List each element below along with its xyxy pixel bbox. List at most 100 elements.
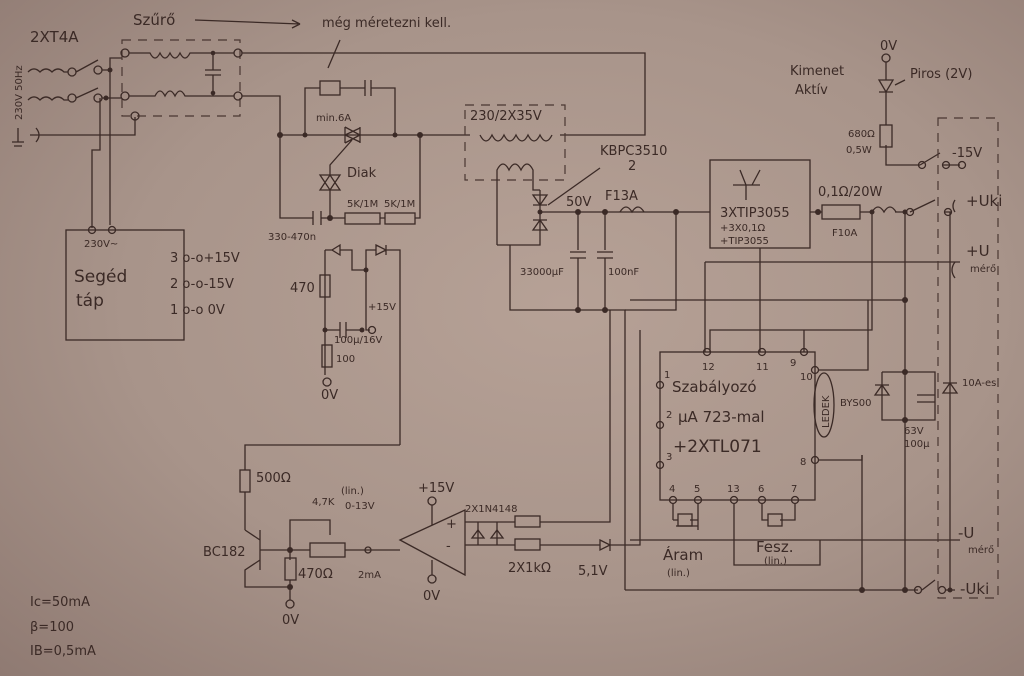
pass-transistor-block — [709, 159, 811, 249]
pass-line3: +TIP3055 — [720, 236, 769, 247]
aux-title1: Segéd — [74, 267, 127, 287]
opamp-plus15: +15V — [418, 481, 454, 496]
softstart-circuit — [277, 80, 470, 445]
range-label: 0-13V — [345, 501, 375, 512]
aux-title2: táp — [76, 291, 104, 311]
minus-meter-sub: mérő — [968, 544, 994, 556]
cap-label: 330-470n — [268, 232, 316, 243]
regulator-block — [655, 300, 869, 566]
aux-pin: 2 o-o-15V — [170, 277, 234, 292]
diac-label: Diak — [347, 166, 377, 181]
led-color-label: Piros (2V) — [910, 67, 972, 82]
res-label: 2X1kΩ — [508, 561, 551, 576]
filter-block — [120, 19, 646, 136]
opamp-plus-sign: + — [446, 517, 457, 532]
mains-label: 230V 50Hz — [14, 65, 25, 120]
pin-label: 12 — [702, 362, 715, 373]
protection-diode-label: BYS00 — [840, 398, 872, 409]
opamp-gnd: 0V — [423, 589, 440, 604]
pin-label: 13 — [727, 484, 740, 495]
r100-label: 100 — [336, 354, 355, 365]
regulator-title3: +2XTL071 — [673, 437, 762, 457]
plus-out-label: +Uki — [966, 192, 1002, 210]
r1-label: 5K/1M — [347, 199, 378, 210]
pot-label: 4,7K — [312, 497, 335, 508]
transformer — [464, 104, 566, 245]
r470-label: 470 — [290, 281, 315, 296]
zener-label: 5,1V — [578, 564, 608, 579]
voltage-pot-sub: (lin.) — [764, 556, 787, 567]
pass-line1: 3XTIP3055 — [720, 206, 790, 221]
minus-meter-label: -U — [958, 524, 974, 542]
protection-block — [873, 369, 959, 423]
note: β=100 — [30, 620, 74, 635]
plus15-label: +15V — [368, 302, 396, 313]
opamp-minus-sign: - — [446, 539, 451, 554]
indicator-led — [877, 53, 999, 599]
aux-pin: 3 o-o+15V — [170, 251, 240, 266]
pin-label: 3 — [666, 452, 672, 463]
shunt-label: 0,1Ω/20W — [818, 185, 883, 200]
elko-label: 100µ/16V — [334, 335, 383, 346]
transistor-gnd: 0V — [282, 613, 299, 628]
plus-meter-label: +U — [966, 242, 990, 260]
fuse-label: F13A — [605, 189, 638, 204]
driver-circuit — [239, 310, 641, 609]
pin-label: 6 — [758, 484, 764, 495]
minus-out-label: -Uki — [960, 580, 989, 598]
rectifier-label: KBPC3510 — [600, 144, 667, 159]
rectifier-bridge — [497, 167, 710, 590]
rectifier-sub: 2 — [628, 159, 636, 174]
pin-label: 11 — [756, 362, 769, 373]
pin-label: 10 — [800, 372, 813, 383]
cap1-label: 33000µF — [520, 267, 564, 278]
output-fuse-label: F10A — [832, 228, 857, 239]
indicator-gnd: 0V — [880, 39, 897, 54]
labels: 2XT4A 230V 50Hz Szűrő még méretezni kell… — [14, 11, 1002, 659]
pin-label: 5 — [694, 484, 700, 495]
protection-cap2: 100µ — [904, 439, 930, 450]
pin-label: 1 — [664, 370, 670, 381]
pin-label: 7 — [791, 484, 797, 495]
aux-input-label: 230V~ — [84, 239, 118, 250]
leds-label: LEDEK — [821, 395, 832, 428]
pin-label: 4 — [669, 484, 675, 495]
mains-input — [12, 57, 136, 228]
indicator-label2: Aktív — [795, 83, 828, 98]
protection-cap1: 63V — [904, 426, 924, 437]
pin-label: 9 — [790, 358, 796, 369]
pass-line2: +3X0,1Ω — [720, 223, 765, 234]
transistor-label: BC182 — [203, 545, 246, 560]
note: Ic=50mA — [30, 595, 90, 610]
aux-supply-block — [65, 225, 185, 341]
triac-label: min.6A — [316, 113, 351, 124]
indicator-label1: Kimenet — [790, 64, 844, 79]
voltage-pot-label: Fesz. — [756, 538, 794, 556]
diodes-label: 2X1N4148 — [465, 504, 518, 515]
rectifier-voltage: 50V — [566, 195, 592, 210]
pin-label: 2 — [666, 410, 672, 421]
gnd-label: 0V — [321, 388, 338, 403]
filter-note: még méretezni kell. — [322, 16, 451, 31]
r2-label: 5K/1M — [384, 199, 415, 210]
protection-diode2-label: 10A-es — [962, 378, 996, 389]
plus-meter-sub: mérő — [970, 263, 996, 275]
input-fuse-label: 2XT4A — [30, 28, 79, 46]
regulator-title1: Szabályozó — [672, 378, 757, 396]
transformer-label: 230/2X35V — [470, 109, 542, 124]
r500-label: 500Ω — [256, 471, 291, 486]
indicator-res2: 0,5W — [846, 145, 872, 156]
current-pot-sub: (lin.) — [667, 568, 690, 579]
indicator-neg: -15V — [952, 146, 982, 161]
pin-label: 8 — [800, 457, 806, 468]
r470-driver-label: 470Ω — [298, 567, 333, 582]
current-pot-label: Áram — [663, 545, 703, 564]
note: IB=0,5mA — [30, 644, 96, 659]
output-section — [625, 199, 960, 595]
indicator-res1: 680Ω — [848, 129, 875, 140]
driver-current-label: 2mA — [358, 570, 381, 581]
cap2-label: 100nF — [608, 267, 639, 278]
regulator-title2: µA 723-mal — [678, 408, 765, 426]
